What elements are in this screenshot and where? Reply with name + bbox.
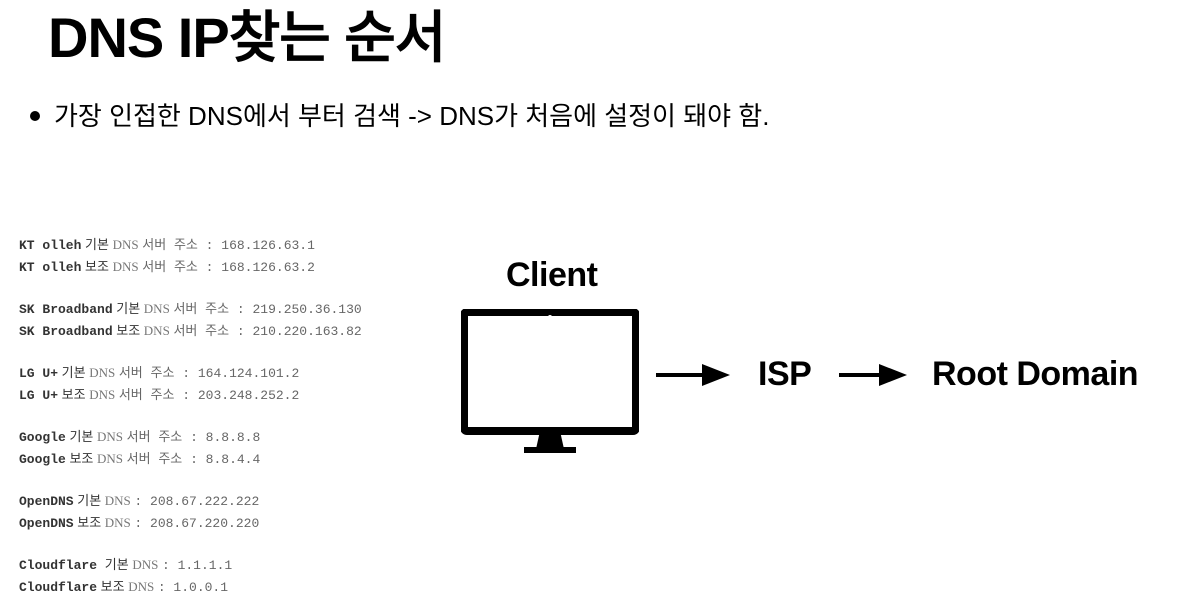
dns-line: Cloudflare 보조 DNS : 1.0.0.1 (19, 576, 362, 598)
dns-address: : 1.1.1.1 (161, 558, 233, 573)
dns-line: OpenDNS 보조 DNS : 208.67.220.220 (19, 512, 362, 534)
dns-provider: OpenDNS (19, 494, 74, 509)
dns-keyword: DNS (143, 301, 170, 316)
dns-address: 서버 주소 : 168.126.63.2 (142, 259, 315, 275)
dns-address: 서버 주소 : 219.250.36.130 (173, 302, 362, 317)
dns-kind: 기본 (116, 302, 141, 317)
dns-kind: 보조 (85, 259, 109, 275)
dns-address: 서버 주소 : 8.8.4.4 (126, 451, 261, 467)
dns-provider: Google (19, 430, 66, 445)
dns-kind: 기본 (69, 430, 94, 445)
dns-group-cloudflare: Cloudflare 기본 DNS : 1.1.1.1 Cloudflare 보… (19, 554, 362, 597)
dns-keyword: DNS (89, 386, 116, 402)
dns-address: : 208.67.220.220 (134, 515, 260, 531)
dns-provider: LG U+ (19, 366, 59, 381)
dns-provider: Cloudflare (19, 579, 98, 595)
dns-line: Google 기본 DNS 서버 주소 : 8.8.8.8 (19, 426, 362, 448)
dns-keyword: DNS (104, 493, 131, 508)
dns-keyword: DNS (112, 258, 139, 274)
dns-keyword: DNS (104, 514, 131, 530)
dns-address: : 208.67.222.222 (134, 494, 260, 509)
dns-line: SK Broadband 보조 DNS 서버 주소 : 210.220.163.… (19, 320, 362, 342)
dns-group-opendns: OpenDNS 기본 DNS : 208.67.222.222 OpenDNS … (19, 490, 362, 533)
dns-kind: 기본 (100, 558, 129, 573)
dns-provider: LG U+ (19, 387, 59, 403)
dns-kind: 기본 (77, 494, 102, 509)
dns-address: 서버 주소 : 210.220.163.82 (173, 323, 362, 339)
root-domain-label: Root Domain (932, 355, 1139, 393)
arrow-right-icon (656, 364, 730, 386)
client-label: Client (506, 256, 598, 294)
dns-kind: 기본 (85, 238, 109, 253)
dns-line: OpenDNS 기본 DNS : 208.67.222.222 (19, 490, 362, 512)
bullet-item: 가장 인접한 DNS에서 부터 검색 -> DNS가 처음에 설정이 돼야 함. (30, 96, 769, 136)
dns-group-sk: SK Broadband 기본 DNS 서버 주소 : 219.250.36.1… (19, 298, 362, 341)
dns-kind: 기본 (61, 366, 86, 381)
bullet-dot-icon (30, 111, 40, 122)
dns-line: LG U+ 보조 DNS 서버 주소 : 203.248.252.2 (19, 384, 362, 406)
dns-line: Cloudflare 기본 DNS : 1.1.1.1 (19, 554, 362, 576)
bullet-text: 가장 인접한 DNS에서 부터 검색 -> DNS가 처음에 설정이 돼야 함. (54, 101, 770, 131)
dns-address: 서버 주소 : 168.126.63.1 (142, 238, 315, 253)
dns-provider: Cloudflare (19, 558, 98, 573)
dns-keyword: DNS (128, 578, 155, 594)
dns-keyword: DNS (143, 322, 170, 338)
dns-group-google: Google 기본 DNS 서버 주소 : 8.8.8.8 Google 보조 … (19, 426, 362, 469)
dns-provider: Google (19, 451, 66, 467)
dns-keyword: DNS (89, 365, 116, 380)
monitor-icon (461, 309, 639, 453)
dns-kind: 보조 (100, 579, 125, 595)
dns-kind: 보조 (61, 387, 86, 403)
slide-title: DNS IP찾는 순서 (48, 6, 446, 69)
dns-provider: KT olleh (19, 259, 82, 275)
dns-line: Google 보조 DNS 서버 주소 : 8.8.4.4 (19, 448, 362, 470)
dns-line: SK Broadband 기본 DNS 서버 주소 : 219.250.36.1… (19, 298, 362, 320)
dns-keyword: DNS (96, 429, 123, 444)
dns-address: : 1.0.0.1 (157, 579, 229, 595)
dns-group-kt: KT olleh 기본 DNS 서버 주소 : 168.126.63.1 KT … (19, 234, 362, 277)
dns-kind: 보조 (77, 515, 102, 531)
dns-address: 서버 주소 : 164.124.101.2 (118, 366, 300, 381)
dns-line: LG U+ 기본 DNS 서버 주소 : 164.124.101.2 (19, 362, 362, 384)
dns-keyword: DNS (112, 237, 139, 252)
dns-address: 서버 주소 : 203.248.252.2 (118, 387, 300, 403)
isp-label: ISP (758, 355, 812, 393)
dns-provider: SK Broadband (19, 302, 113, 317)
dns-address: 서버 주소 : 8.8.8.8 (126, 430, 261, 445)
dns-provider: KT olleh (19, 238, 82, 253)
dns-keyword: DNS (96, 450, 123, 466)
dns-line: KT olleh 기본 DNS 서버 주소 : 168.126.63.1 (19, 234, 362, 256)
dns-keyword: DNS (132, 557, 159, 572)
dns-server-list: KT olleh 기본 DNS 서버 주소 : 168.126.63.1 KT … (19, 234, 362, 598)
dns-line: KT olleh 보조 DNS 서버 주소 : 168.126.63.2 (19, 256, 362, 278)
arrow-right-icon (839, 364, 907, 386)
dns-kind: 보조 (116, 323, 141, 339)
dns-provider: OpenDNS (19, 515, 74, 531)
dns-provider: SK Broadband (19, 323, 113, 339)
dns-kind: 보조 (69, 451, 94, 467)
dns-group-lg: LG U+ 기본 DNS 서버 주소 : 164.124.101.2 LG U+… (19, 362, 362, 405)
